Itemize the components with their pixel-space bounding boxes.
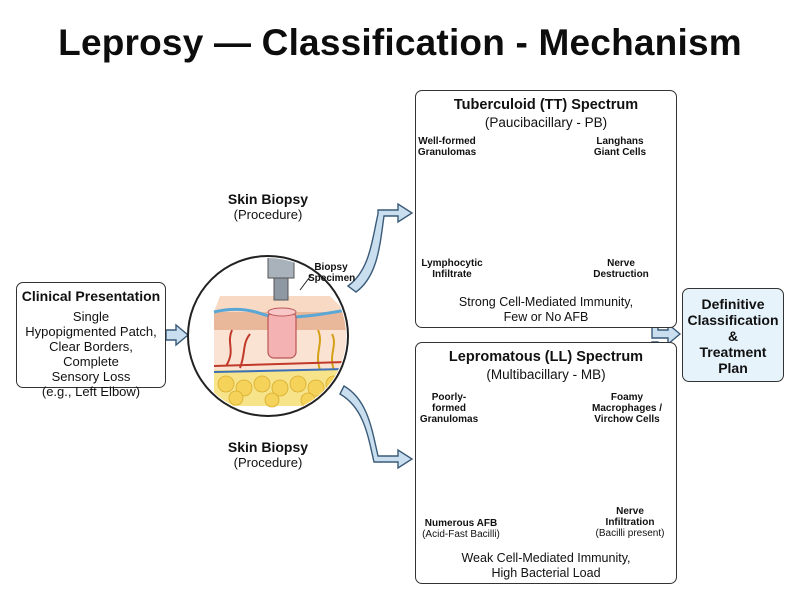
skin-biopsy-illustration xyxy=(187,255,349,417)
label-line: Foamy xyxy=(610,392,644,403)
lepromatous-panel: Lepromatous (LL) Spectrum (Multibacillar… xyxy=(415,342,677,584)
page-title: Leprosy — Classification - Mechanism xyxy=(58,22,742,63)
label-sub: (Acid-Fast Bacilli) xyxy=(422,529,500,540)
def-line: Plan xyxy=(718,360,748,376)
clinical-line: (e.g., Left Elbow) xyxy=(41,384,141,399)
tt-heading: Tuberculoid (TT) Spectrum xyxy=(453,97,639,113)
arrow-biopsy-to-ll xyxy=(339,385,414,470)
ll-subheading: (Multibacillary - MB) xyxy=(486,367,606,382)
tt-label-nerve: Nerve Destruction xyxy=(590,258,652,280)
tt-subheading: (Paucibacillary - PB) xyxy=(484,115,608,130)
tuberculoid-panel: Tuberculoid (TT) Spectrum (Paucibacillar… xyxy=(415,90,677,328)
clinical-line: Sensory Loss xyxy=(51,369,131,384)
label-line: Virchow Cells xyxy=(594,414,660,425)
label-line: Biopsy xyxy=(314,262,348,273)
tt-footer-line: Strong Cell-Mediated Immunity, xyxy=(458,295,634,309)
biopsy-specimen-label: Biopsy Specimen xyxy=(308,262,356,284)
ll-heading: Lepromatous (LL) Spectrum xyxy=(448,349,644,365)
clinical-line: Clear Borders, Complete xyxy=(49,339,133,369)
label-line: Infiltrate xyxy=(432,269,472,280)
arrow-biopsy-to-tt xyxy=(346,202,414,293)
ll-label-nerve: Nerve Infiltration (Bacilli present) xyxy=(590,506,670,539)
biopsy-sub: (Procedure) xyxy=(233,207,303,222)
def-line: & xyxy=(727,328,739,344)
label-line: Granulomas xyxy=(419,414,479,425)
skin-biopsy-label-bottom: Skin Biopsy (Procedure) xyxy=(208,439,328,471)
def-line: Definitive xyxy=(701,296,765,312)
label-line: Granulomas xyxy=(417,147,477,158)
ll-label-afb: Numerous AFB (Acid-Fast Bacilli) xyxy=(418,518,504,540)
label-line: Giant Cells xyxy=(593,147,647,158)
label-line: Well-formed xyxy=(418,136,476,147)
label-line: Langhans xyxy=(596,136,644,147)
tt-label-giant-cells: Langhans Giant Cells xyxy=(590,136,650,158)
biopsy-sub: (Procedure) xyxy=(233,455,303,470)
definitive-box: Definitive Classification & Treatment Pl… xyxy=(682,288,784,382)
ll-footer-line: Weak Cell-Mediated Immunity, xyxy=(461,551,631,565)
ll-label-foamy: Foamy Macrophages / Virchow Cells xyxy=(588,392,666,425)
label-line: Nerve xyxy=(607,258,635,269)
tt-footer-line: Few or No AFB xyxy=(503,310,589,324)
label-line: Poorly-formed xyxy=(431,392,467,414)
def-line: Classification xyxy=(687,312,779,328)
tt-label-granulomas: Well-formed Granulomas xyxy=(414,136,480,158)
def-line: Treatment xyxy=(699,344,767,360)
skin-biopsy-label-top: Skin Biopsy (Procedure) xyxy=(208,191,328,223)
label-line: Infiltration xyxy=(605,517,655,528)
label-line: Specimen xyxy=(308,273,356,284)
clinical-heading: Clinical Presentation xyxy=(21,288,161,304)
label-line: Lymphocytic xyxy=(421,258,483,269)
clinical-presentation-box: Clinical Presentation Single Hypopigment… xyxy=(16,282,166,399)
clinical-line: Hypopigmented Patch, xyxy=(25,324,157,339)
tt-label-lymphocytic: Lymphocytic Infiltrate xyxy=(420,258,484,280)
clinical-line: Single xyxy=(72,309,110,324)
ll-footer-line: High Bacterial Load xyxy=(491,566,601,580)
label-line: Numerous AFB xyxy=(424,518,498,529)
biopsy-name: Skin Biopsy xyxy=(227,439,309,455)
arrow-clinical-to-biopsy xyxy=(165,323,190,347)
label-line: Destruction xyxy=(593,269,649,280)
ll-label-granulomas: Poorly-formed Granulomas xyxy=(416,392,482,425)
biopsy-name: Skin Biopsy xyxy=(227,191,309,207)
label-line: Nerve xyxy=(616,506,644,517)
label-line: Macrophages / xyxy=(591,403,663,414)
label-sub: (Bacilli present) xyxy=(595,528,665,539)
